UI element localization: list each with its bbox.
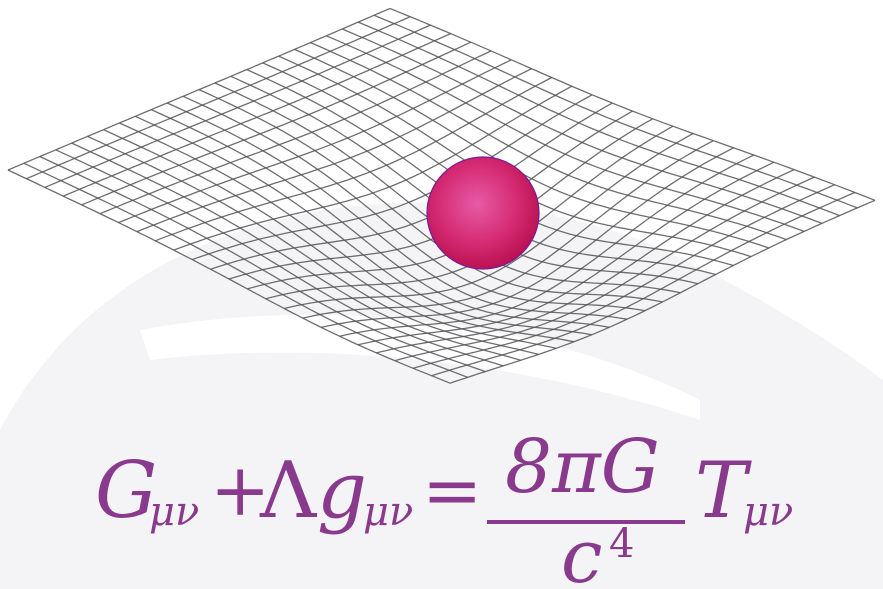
stress-energy-tensor-symbol: T bbox=[695, 446, 748, 536]
grid-line bbox=[55, 149, 504, 367]
grid-mesh bbox=[7, 7, 876, 384]
grid-line bbox=[63, 33, 451, 197]
einstein-tensor-subscript: μν bbox=[149, 489, 200, 535]
spacetime-fabric bbox=[7, 7, 876, 384]
einstein-tensor-symbol: G bbox=[95, 446, 158, 536]
fraction-numerator: 8πG bbox=[505, 424, 660, 510]
mass-sphere bbox=[426, 156, 540, 270]
grid-line bbox=[357, 161, 775, 346]
grid-line bbox=[449, 199, 876, 384]
fraction-denominator: c bbox=[561, 514, 603, 589]
grid-line bbox=[342, 28, 823, 225]
grid-line bbox=[39, 155, 486, 373]
grid-line bbox=[7, 169, 451, 384]
einstein-field-equation: G μν + Λ g μν = 8πG c 4 T μν bbox=[95, 428, 855, 589]
watermark-shape bbox=[0, 202, 883, 589]
grid-line bbox=[326, 35, 805, 233]
grid-line bbox=[182, 95, 645, 312]
cosmological-constant-symbol: Λ bbox=[260, 446, 317, 536]
equals-sign: = bbox=[422, 448, 483, 532]
grid-line bbox=[394, 176, 815, 362]
watermark-highlight bbox=[140, 314, 700, 420]
grid-line bbox=[71, 142, 521, 361]
stress-energy-tensor-subscript: μν bbox=[743, 489, 794, 535]
grid-line bbox=[26, 16, 411, 180]
grid-line bbox=[81, 41, 472, 206]
fraction-bar bbox=[487, 520, 685, 524]
metric-tensor-subscript: μν bbox=[363, 489, 414, 535]
grid-line bbox=[413, 184, 835, 369]
grid-line bbox=[431, 191, 856, 377]
denominator-exponent: 4 bbox=[609, 521, 635, 567]
metric-tensor-symbol: g bbox=[317, 446, 367, 536]
grid-line bbox=[23, 162, 468, 378]
plus-sign: + bbox=[210, 448, 271, 532]
